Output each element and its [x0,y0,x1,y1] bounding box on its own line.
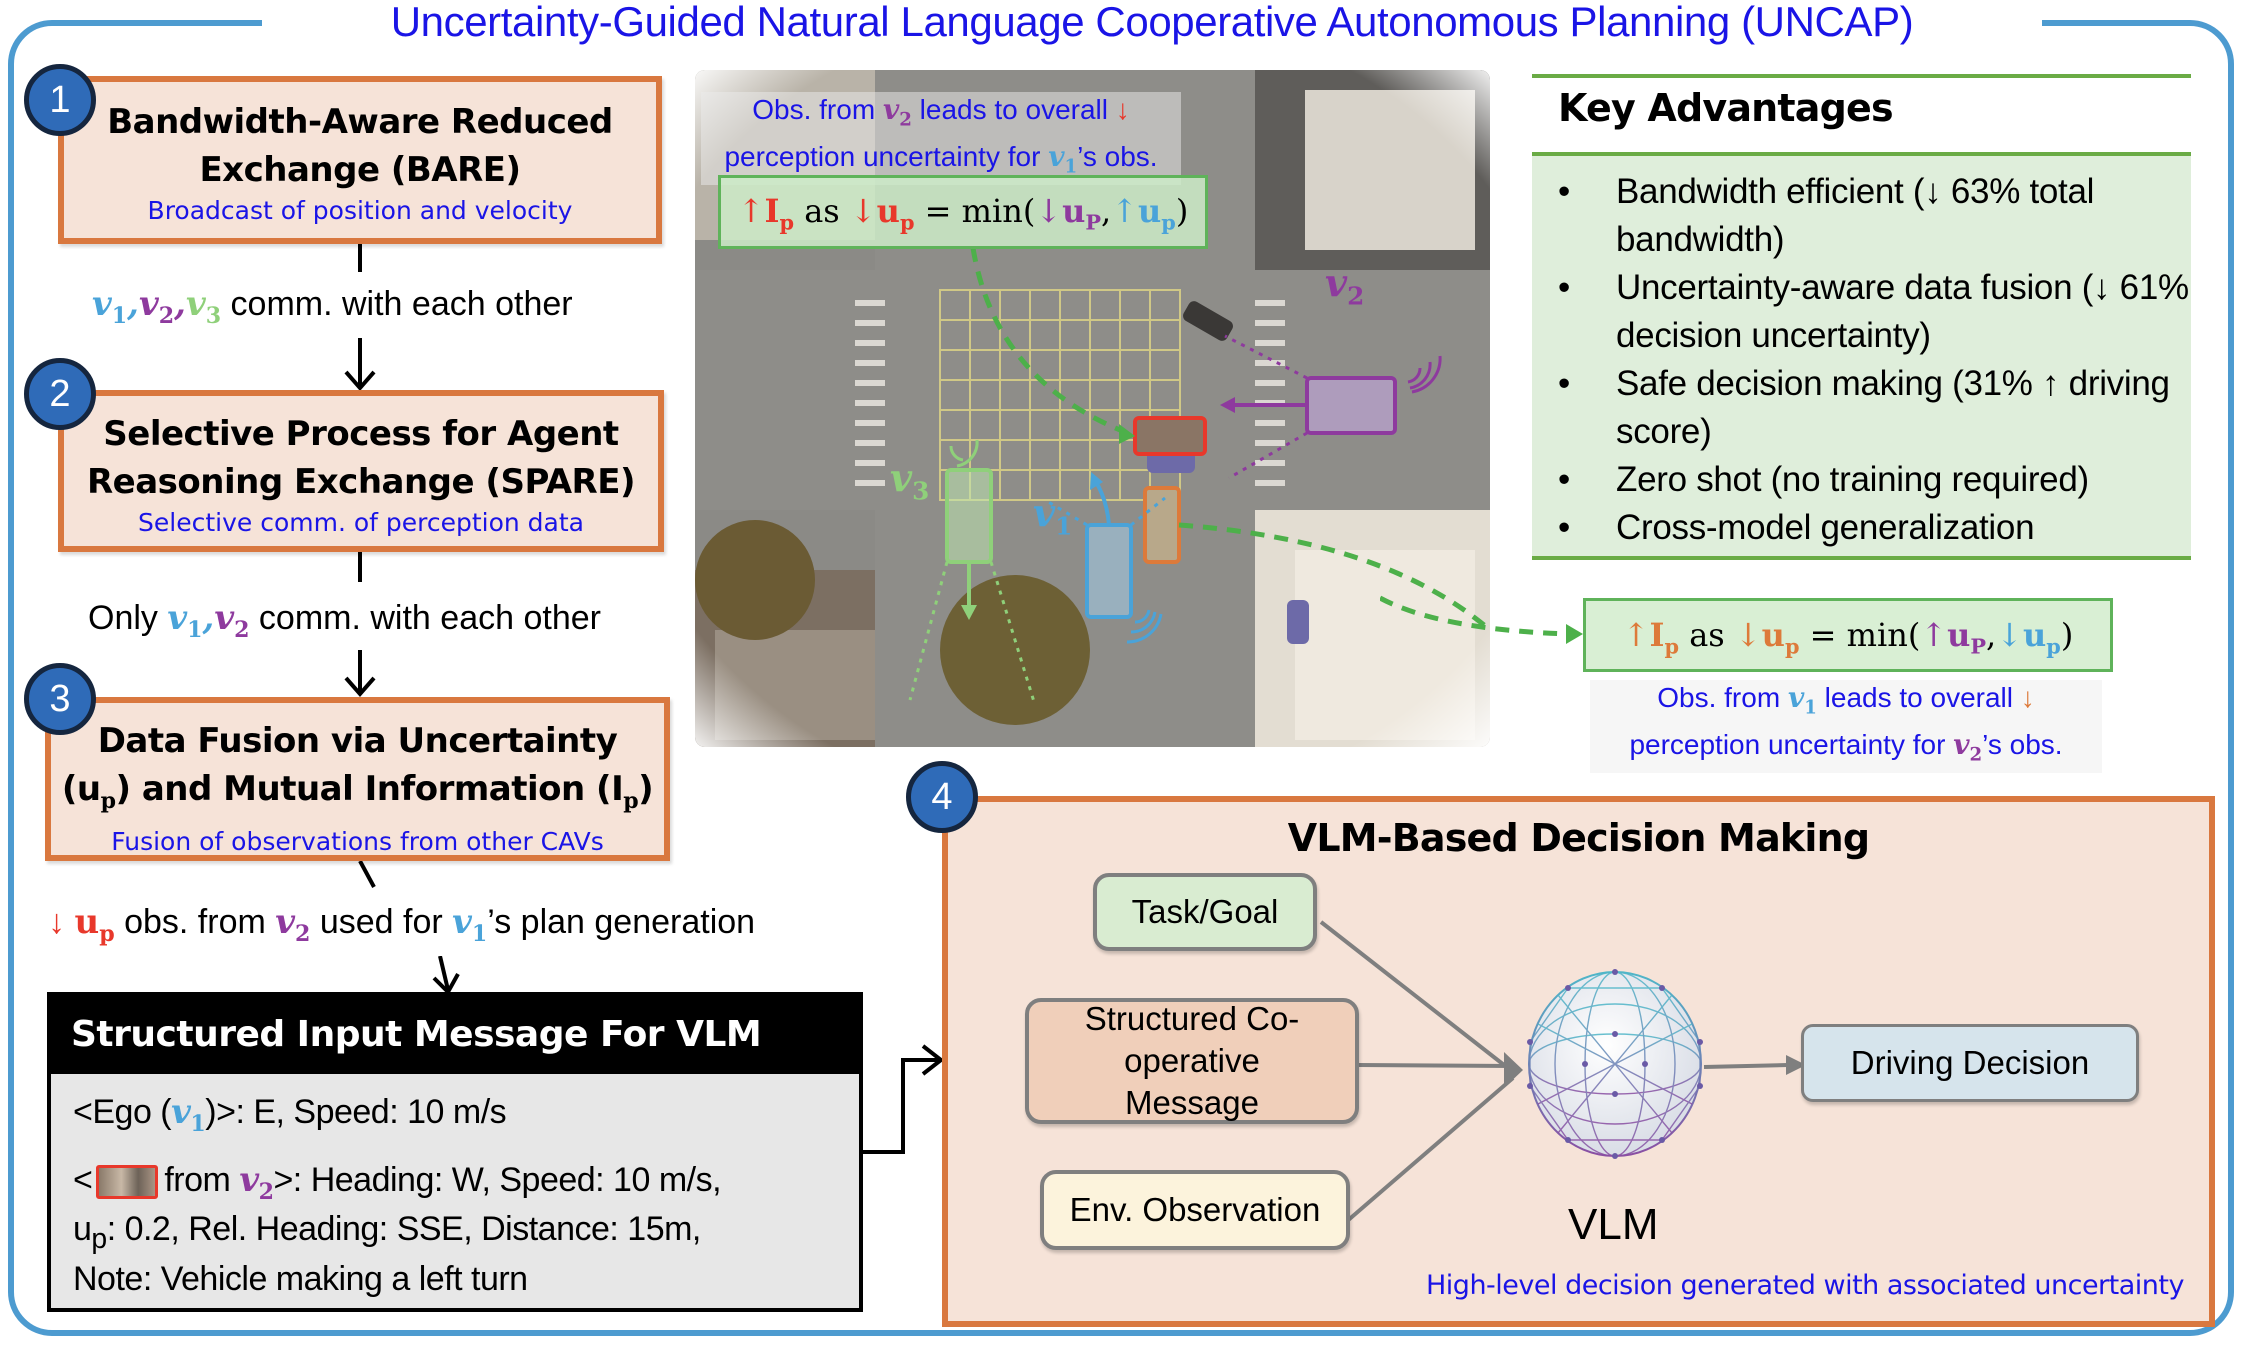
task-goal-node: Task/Goal [1093,873,1317,951]
step-1-box: Bandwidth-Aware Reduced Exchange (BARE) … [58,76,662,244]
divider [1532,74,2191,78]
key-advantages-title: Key Advantages [1558,86,1894,130]
title-close: ) [1899,0,1914,45]
driving-decision-node: Driving Decision [1801,1024,2139,1102]
vlm-sphere-icon [1527,969,1703,1159]
divider [1532,152,2191,156]
key-advantages-panel: Key Advantages •Bandwidth efficient (↓ 6… [1532,74,2191,560]
advantage-item: •Uncertainty-aware data fusion (↓ 61% de… [1558,268,2189,355]
advantage-item: •Safe decision making (31% ↑ driving sco… [1558,364,2170,451]
v2-vehicle-label: v2 [1325,260,1365,311]
ego-line: <Ego (v1)>: E, Speed: 10 m/s [73,1092,507,1137]
step-4-badge: 4 [906,761,978,833]
title-acronym: UNCAP [1754,0,1900,45]
step-1-badge: 1 [24,64,96,136]
v2-label: v2 [138,284,175,329]
step-2-box: Selective Process for Agent Reasoning Ex… [58,390,664,552]
up-symbol: up [74,902,115,947]
separator: , [174,284,186,324]
advantage-item: •Bandwidth efficient (↓ 63% total bandwi… [1558,172,2095,259]
title-backdrop [262,0,2042,46]
title-text: Uncertainty-Guided Natural Language Coop… [390,0,1755,45]
formula-top: ↑Ip as ↓up = min(↓uP,↑up) [718,175,1208,249]
note-line: Note: Vehicle making a left turn [73,1260,528,1298]
vlm-label: VLM [1568,1200,1659,1249]
structured-message-box: Structured Input Message For VLM <Ego (v… [47,992,863,1312]
step-2-title-line2: Reasoning Exchange (SPARE) [87,462,636,502]
aerial-caption-top: Obs. from v2 leads to overall ↓ percepti… [701,92,1181,186]
arrow-down-icon [344,338,376,392]
object-line: <from v2>: Heading: W, Speed: 10 m/s, [73,1160,722,1205]
flow-text: used for [310,903,453,941]
flow-prefix: Only [88,599,168,637]
step-1-subtitle: Broadcast of position and velocity [147,196,573,225]
v2-label: v2 [214,598,250,643]
step-4-title: VLM-Based Decision Making [1287,816,1870,860]
step-2-title-line1: Selective Process for Agent [103,414,619,454]
flow-text-step1: v1,v2,v3 comm. with each other [92,284,573,329]
structured-cooperative-message-node: Structured Co-operative Message [1025,998,1359,1124]
connector-line [358,244,362,272]
caption-line-1: Obs. from v1 leads to overall ↓ [1657,681,2035,719]
decision-note: High-level decision generated with assoc… [1426,1270,2184,1301]
step-3-box: Data Fusion via Uncertainty (up) and Mut… [45,697,670,861]
flow-text-step2: Only v1,v2 comm. with each other [88,598,601,643]
step-3-subtitle: Fusion of observations from other CAVs [111,826,604,856]
connector-line [358,552,362,582]
divider [1532,556,2191,560]
caption-line-2: perception uncertainty for v2’s obs. [1629,727,2063,766]
step-4-box: VLM-Based Decision Making [942,796,2215,1327]
aerial-intersection-scene: v2 v3 v1 Obs. from v2 leads to overall ↓… [695,70,1490,747]
arrow-down-icon [344,650,376,698]
step-3-title-line1: Data Fusion via Uncertainty [97,721,618,761]
step-3-badge: 3 [24,663,96,735]
env-observation-node: Env. Observation [1040,1170,1350,1250]
page-title: Uncertainty-Guided Natural Language Coop… [262,0,2042,46]
v1-label: v1 [167,598,203,643]
advantage-item: •Zero shot (no training required) [1558,460,2089,499]
caption-line-1: Obs. from v2 leads to overall ↓ [752,93,1130,131]
step-1-title-line1: Bandwidth-Aware Reduced [107,102,613,142]
flow-text: obs. from [114,903,276,941]
caption-line-2: perception uncertainty for v1’s obs. [724,139,1158,178]
diagonal-connector [358,861,376,888]
dashed-arrow-to-formula [1380,595,1583,644]
arrow-down-icon [432,956,460,994]
car-thumbnail-icon [96,1165,159,1200]
step-3-title-line2: (up) and Mutual Information (Ip) [61,769,654,814]
v1-label: v1 [452,902,488,947]
v1-vehicle-label: v1 [1033,490,1073,541]
step-2-subtitle: Selective comm. of perception data [138,508,584,537]
formula-right: ↑Ip as ↓up = min(↑uP,↓up) [1583,598,2113,672]
step-2-badge: 2 [24,358,96,430]
v1-label: v1 [92,284,128,329]
key-advantages-body [1532,156,2191,556]
message-to-vlm-connector [863,1044,945,1154]
separator: , [202,598,215,638]
uncertainty-line: up: 0.2, Rel. Heading: SSE, Distance: 15… [73,1210,701,1255]
separator: , [127,284,139,324]
structured-message-header: Structured Input Message For VLM [51,996,859,1074]
step-1-title-line2: Exchange (BARE) [199,150,521,190]
v2-label: v2 [275,902,311,947]
down-arrow-icon: ↓ [48,903,65,941]
flow-text: comm. with each other [249,599,601,637]
v3-label: v3 [185,284,222,329]
flow-text: comm. with each other [221,285,573,323]
key-advantages-list: •Bandwidth efficient (↓ 63% total bandwi… [1532,168,2191,552]
vlm-flow-connectors [1319,920,1806,1224]
flow-text: ’s plan generation [487,903,756,941]
v3-vehicle-label: v3 [890,455,930,506]
flow-text-step3: ↓ up obs. from v2 used for v1’s plan gen… [48,902,755,947]
right-caption: Obs. from v1 leads to overall ↓ percepti… [1590,680,2102,774]
advantage-item: •Cross-model generalization [1558,508,2035,547]
